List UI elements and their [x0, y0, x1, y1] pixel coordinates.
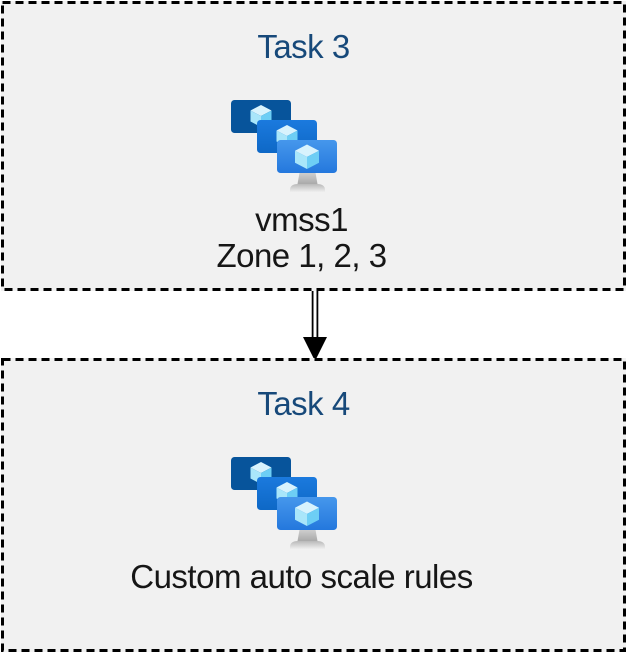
- task4-box: Task 4: [1, 358, 626, 652]
- task4-caption: Custom auto scale rules: [0, 559, 614, 595]
- task3-caption: vmss1 Zone 1, 2, 3: [0, 202, 614, 274]
- down-arrow-connector: [303, 291, 327, 361]
- task4-title: Task 4: [257, 385, 350, 422]
- task3-box: Task 3: [1, 1, 626, 291]
- vmss-name-label: vmss1: [255, 201, 348, 238]
- task3-title: Task 3: [257, 28, 350, 65]
- vm-scale-sets-icon: [231, 100, 337, 192]
- zone-label: Zone 1, 2, 3: [216, 237, 387, 274]
- vm-scale-sets-icon: [231, 457, 337, 549]
- autoscale-rules-label: Custom auto scale rules: [130, 558, 473, 595]
